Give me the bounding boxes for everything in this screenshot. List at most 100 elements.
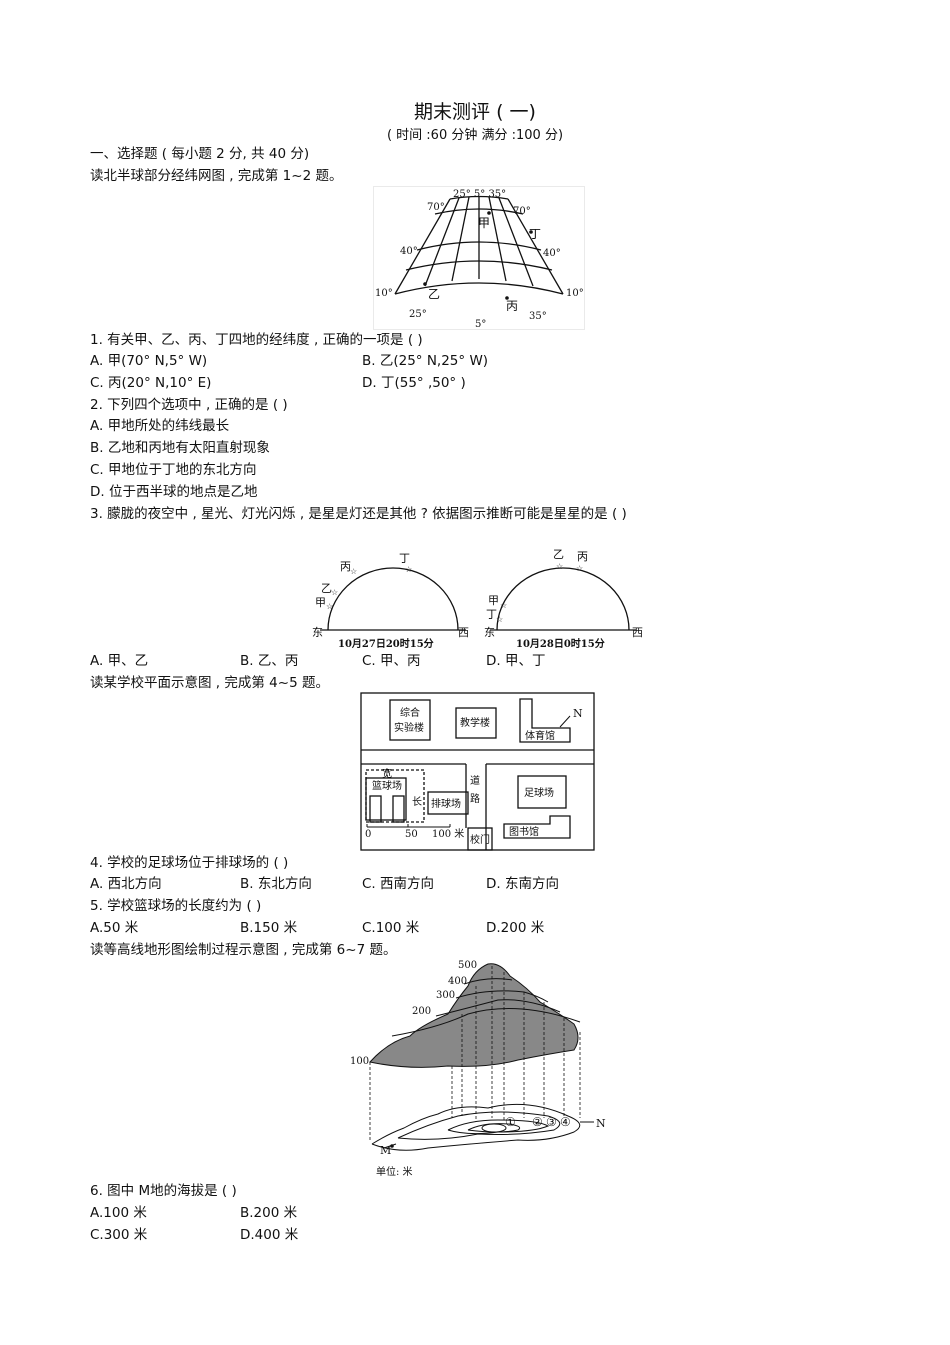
- width-label: 宽: [382, 767, 392, 780]
- point-m: M: [380, 1144, 391, 1157]
- q2-option-a[interactable]: A. 甲地所处的纬线最长: [90, 418, 230, 434]
- q5-option-b[interactable]: B.150 米: [240, 920, 298, 936]
- contour-figure: 500 400 300 200 100 ① ② ③ ④ N M 单位: 米: [350, 960, 606, 1178]
- q3-option-d[interactable]: D. 甲、丁: [486, 653, 546, 669]
- q5-option-d[interactable]: D.200 米: [486, 920, 545, 936]
- point-jia: 甲: [478, 216, 490, 230]
- road-label-2: 路: [470, 792, 480, 805]
- lon-bottom-35: 35°: [529, 311, 547, 322]
- scale-100: 100 米: [432, 827, 464, 840]
- marker-1: ①: [505, 1115, 516, 1129]
- lat40-left: 40°: [400, 246, 418, 257]
- q6-option-a[interactable]: A.100 米: [90, 1205, 147, 1221]
- q2-option-b[interactable]: B. 乙地和丙地有太阳直射现象: [90, 440, 270, 456]
- lat70-right: 70°: [513, 206, 531, 217]
- library-label: 图书馆: [509, 825, 539, 838]
- q2-option-c[interactable]: C. 甲地位于丁地的东北方向: [90, 462, 257, 478]
- volleyball-label: 排球场: [431, 797, 461, 810]
- q6-stem: 6. 图中 M地的海拔是 ( ): [90, 1183, 237, 1199]
- football-label: 足球场: [524, 786, 554, 799]
- intro-q6-7: 读等高线地形图绘制过程示意图 , 完成第 6~7 题。: [90, 942, 397, 958]
- q3-option-b[interactable]: B. 乙、丙: [240, 653, 299, 669]
- q1-option-a[interactable]: A. 甲(70° N,5° W): [90, 353, 208, 369]
- contour-200: 200: [412, 1006, 431, 1017]
- graticule-figure: 25° 5° 35° 70° 70° 40° 40° 10° 10° 25° 5…: [373, 186, 585, 330]
- road-label-1: 道: [470, 774, 480, 787]
- lat40-right: 40°: [543, 248, 561, 259]
- marker-4: ④: [560, 1115, 571, 1129]
- point-n: N: [596, 1117, 606, 1130]
- lon-top-labels: 25° 5° 35°: [453, 189, 506, 200]
- left-ding: 丁: [399, 552, 410, 565]
- q4-option-d[interactable]: D. 东南方向: [486, 876, 559, 892]
- page-title: 期末测评 ( 一): [414, 101, 536, 123]
- contour-500: 500: [458, 960, 477, 971]
- q3-option-c[interactable]: C. 甲、丙: [362, 653, 421, 669]
- right-yi: 乙: [553, 548, 564, 561]
- contour-300: 300: [436, 990, 455, 1001]
- q4-option-a[interactable]: A. 西北方向: [90, 876, 162, 892]
- svg-text:☆: ☆: [326, 602, 333, 611]
- q6-option-c[interactable]: C.300 米: [90, 1227, 148, 1243]
- q1-option-d[interactable]: D. 丁(55° ,50° ): [362, 375, 466, 391]
- teaching-label: 教学楼: [460, 716, 490, 729]
- q4-stem: 4. 学校的足球场位于排球场的 ( ): [90, 855, 289, 871]
- intro-q1-2: 读北半球部分经纬网图 , 完成第 1~2 题。: [90, 168, 343, 184]
- q1-stem: 1. 有关甲、乙、丙、丁四地的经纬度 , 正确的一项是 ( ): [90, 332, 423, 348]
- svg-text:☆: ☆: [350, 567, 357, 576]
- lab-label-1: 综合: [400, 706, 420, 719]
- scale-0: 0: [365, 829, 371, 840]
- q2-option-d[interactable]: D. 位于西半球的地点是乙地: [90, 484, 258, 500]
- svg-text:☆: ☆: [405, 565, 412, 574]
- q1-option-b[interactable]: B. 乙(25° N,25° W): [362, 353, 489, 369]
- right-west: 西: [632, 626, 643, 639]
- right-jia: 甲: [488, 594, 499, 607]
- svg-text:☆: ☆: [556, 562, 563, 571]
- q4-option-b[interactable]: B. 东北方向: [240, 876, 312, 892]
- point-bing: 丙: [506, 299, 518, 313]
- left-east: 东: [312, 626, 323, 639]
- night-sky-figure: 丙 ☆ 丁 ☆ 乙 ☆ 甲 ☆ 东 西 10月27日20时15分 乙 ☆ 丙 ☆…: [312, 548, 643, 650]
- basketball-label: 篮球场: [372, 779, 402, 792]
- q6-option-d[interactable]: D.400 米: [240, 1227, 299, 1243]
- lat10-left: 10°: [375, 288, 393, 299]
- marker-2: ②: [532, 1115, 543, 1129]
- gate-label: 校门: [470, 833, 490, 846]
- q3-stem: 3. 朦胧的夜空中 , 星光、灯光闪烁 , 是星是灯还是其他 ? 依据图示推断可…: [90, 506, 627, 522]
- contour-100: 100: [350, 1056, 369, 1067]
- left-caption: 10月27日20时15分: [338, 637, 434, 650]
- lat70-left: 70°: [427, 202, 445, 213]
- scale-50: 50: [405, 829, 418, 840]
- lon-bottom-25: 25°: [409, 309, 427, 320]
- right-caption: 10月28日0时15分: [516, 637, 605, 650]
- north-label: N: [573, 707, 583, 720]
- q3-option-a[interactable]: A. 甲、乙: [90, 653, 149, 669]
- school-plan-figure: 综合 实验楼 教学楼 体育馆 N 宽 篮球场 长 排球场 道 路 足球场 图书馆…: [360, 692, 595, 851]
- right-east: 东: [484, 626, 495, 639]
- q5-stem: 5. 学校篮球场的长度约为 ( ): [90, 898, 262, 914]
- q5-option-c[interactable]: C.100 米: [362, 920, 420, 936]
- gym-label: 体育馆: [525, 729, 555, 742]
- svg-text:☆: ☆: [496, 615, 503, 624]
- section-heading: 一、选择题 ( 每小题 2 分, 共 40 分): [90, 146, 310, 162]
- q6-option-b[interactable]: B.200 米: [240, 1205, 298, 1221]
- q4-option-c[interactable]: C. 西南方向: [362, 876, 435, 892]
- q2-stem: 2. 下列四个选项中 , 正确的是 ( ): [90, 397, 288, 413]
- point-ding: 丁: [529, 227, 541, 241]
- svg-text:☆: ☆: [331, 588, 338, 597]
- lab-label-2: 实验楼: [394, 721, 424, 734]
- unit-label: 单位: 米: [376, 1165, 413, 1178]
- marker-3: ③: [546, 1115, 557, 1129]
- right-ding: 丁: [486, 608, 497, 621]
- q5-option-a[interactable]: A.50 米: [90, 920, 139, 936]
- length-label: 长: [412, 796, 422, 808]
- left-west: 西: [458, 626, 469, 639]
- point-yi: 乙: [428, 287, 440, 301]
- left-yi: 乙: [321, 582, 332, 595]
- contour-400: 400: [448, 976, 467, 987]
- intro-q4-5: 读某学校平面示意图 , 完成第 4~5 题。: [90, 675, 329, 691]
- left-jia: 甲: [315, 596, 326, 609]
- lon-bottom-5: 5°: [475, 319, 486, 330]
- q1-option-c[interactable]: C. 丙(20° N,10° E): [90, 375, 212, 391]
- left-bing: 丙: [340, 560, 351, 573]
